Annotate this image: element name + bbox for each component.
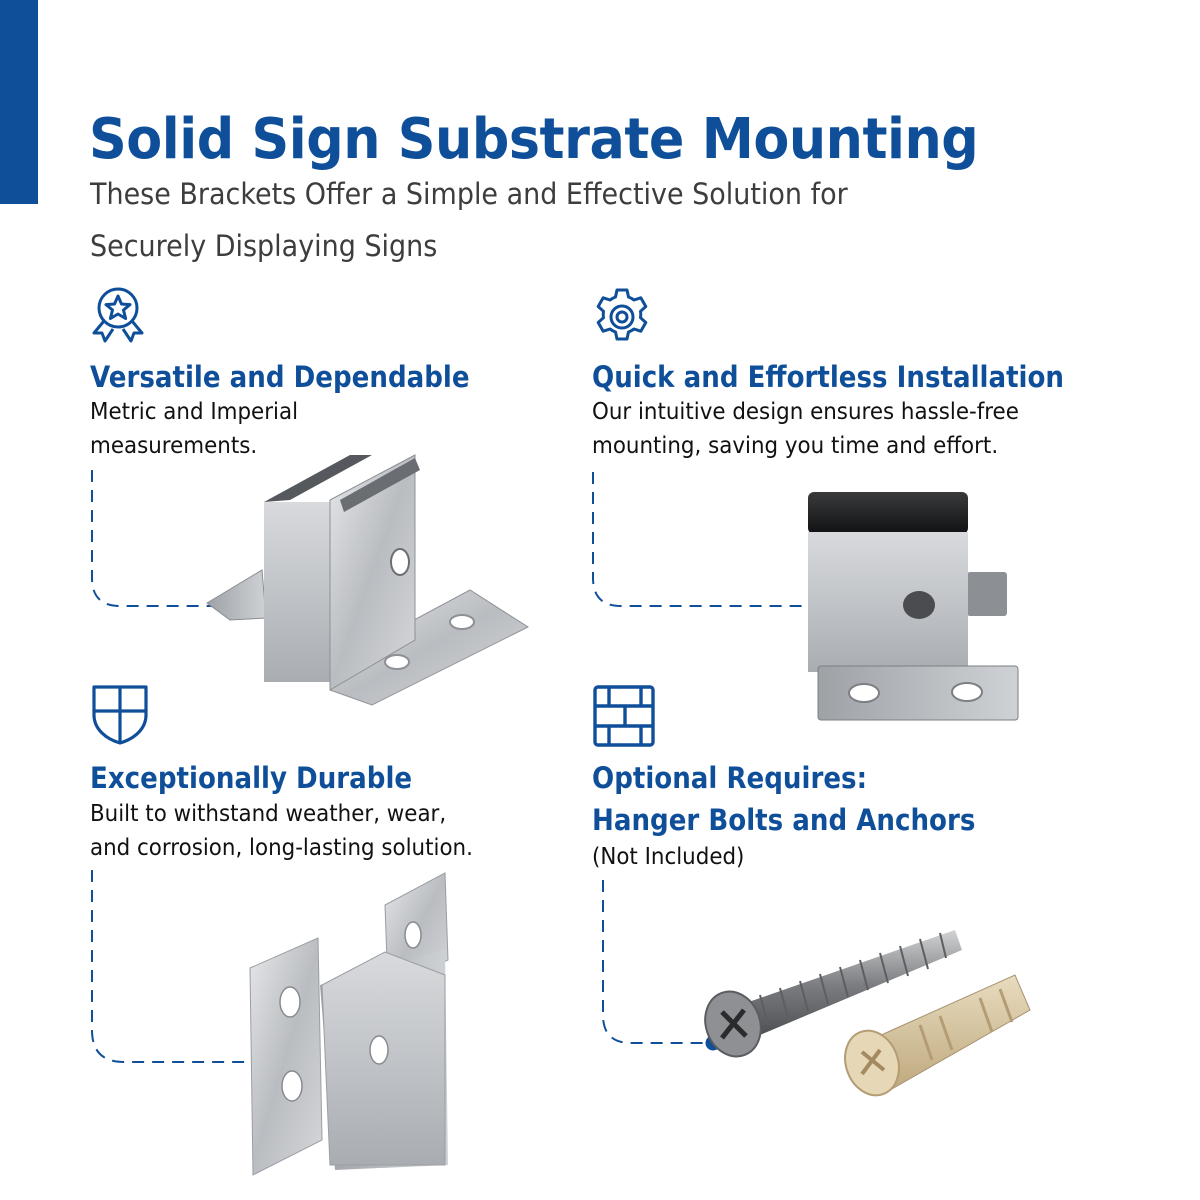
feature-heading: Quick and Effortless Installation — [592, 360, 1065, 394]
feature-text-line-1: Metric and Imperial — [90, 399, 299, 425]
feature-heading-line-1: Optional Requires: — [592, 761, 868, 795]
feature-heading-line-2: Hanger Bolts and Anchors — [592, 803, 976, 837]
shield-icon — [92, 685, 148, 745]
u-channel-bracket-image — [206, 454, 530, 706]
double-flange-u-bracket-image — [249, 872, 449, 1176]
feature-heading: Versatile and Dependable — [90, 360, 470, 394]
page-subtitle: These Brackets Offer a Simple and Effect… — [90, 168, 983, 272]
feature-heading: Exceptionally Durable — [90, 761, 413, 795]
feature-text-line-1: (Not Included) — [592, 844, 745, 870]
subtitle-line-1: These Brackets Offer a Simple and Effect… — [90, 177, 848, 211]
feature-text-line-1: Built to withstand weather, wear, — [90, 801, 447, 827]
connector-line-4 — [602, 880, 721, 1051]
accent-bar — [0, 0, 38, 204]
award-ribbon-star-icon — [92, 287, 144, 343]
feature-text-line-2: measurements. — [90, 433, 258, 459]
feature-text-line-2: mounting, saving you time and effort. — [592, 433, 999, 459]
brick-wall-icon — [593, 685, 655, 747]
page-title: Solid Sign Substrate Mounting — [89, 107, 979, 172]
feature-text-line-2: and corrosion, long-lasting solution. — [90, 835, 473, 861]
subtitle-line-2: Securely Displaying Signs — [90, 229, 438, 263]
screw-and-anchor-image — [704, 930, 1031, 1097]
bracket-with-black-cap-image — [808, 492, 1019, 721]
gear-icon — [596, 288, 648, 341]
connector-line-2 — [592, 472, 846, 614]
feature-text-line-1: Our intuitive design ensures hassle-free — [592, 399, 1019, 425]
